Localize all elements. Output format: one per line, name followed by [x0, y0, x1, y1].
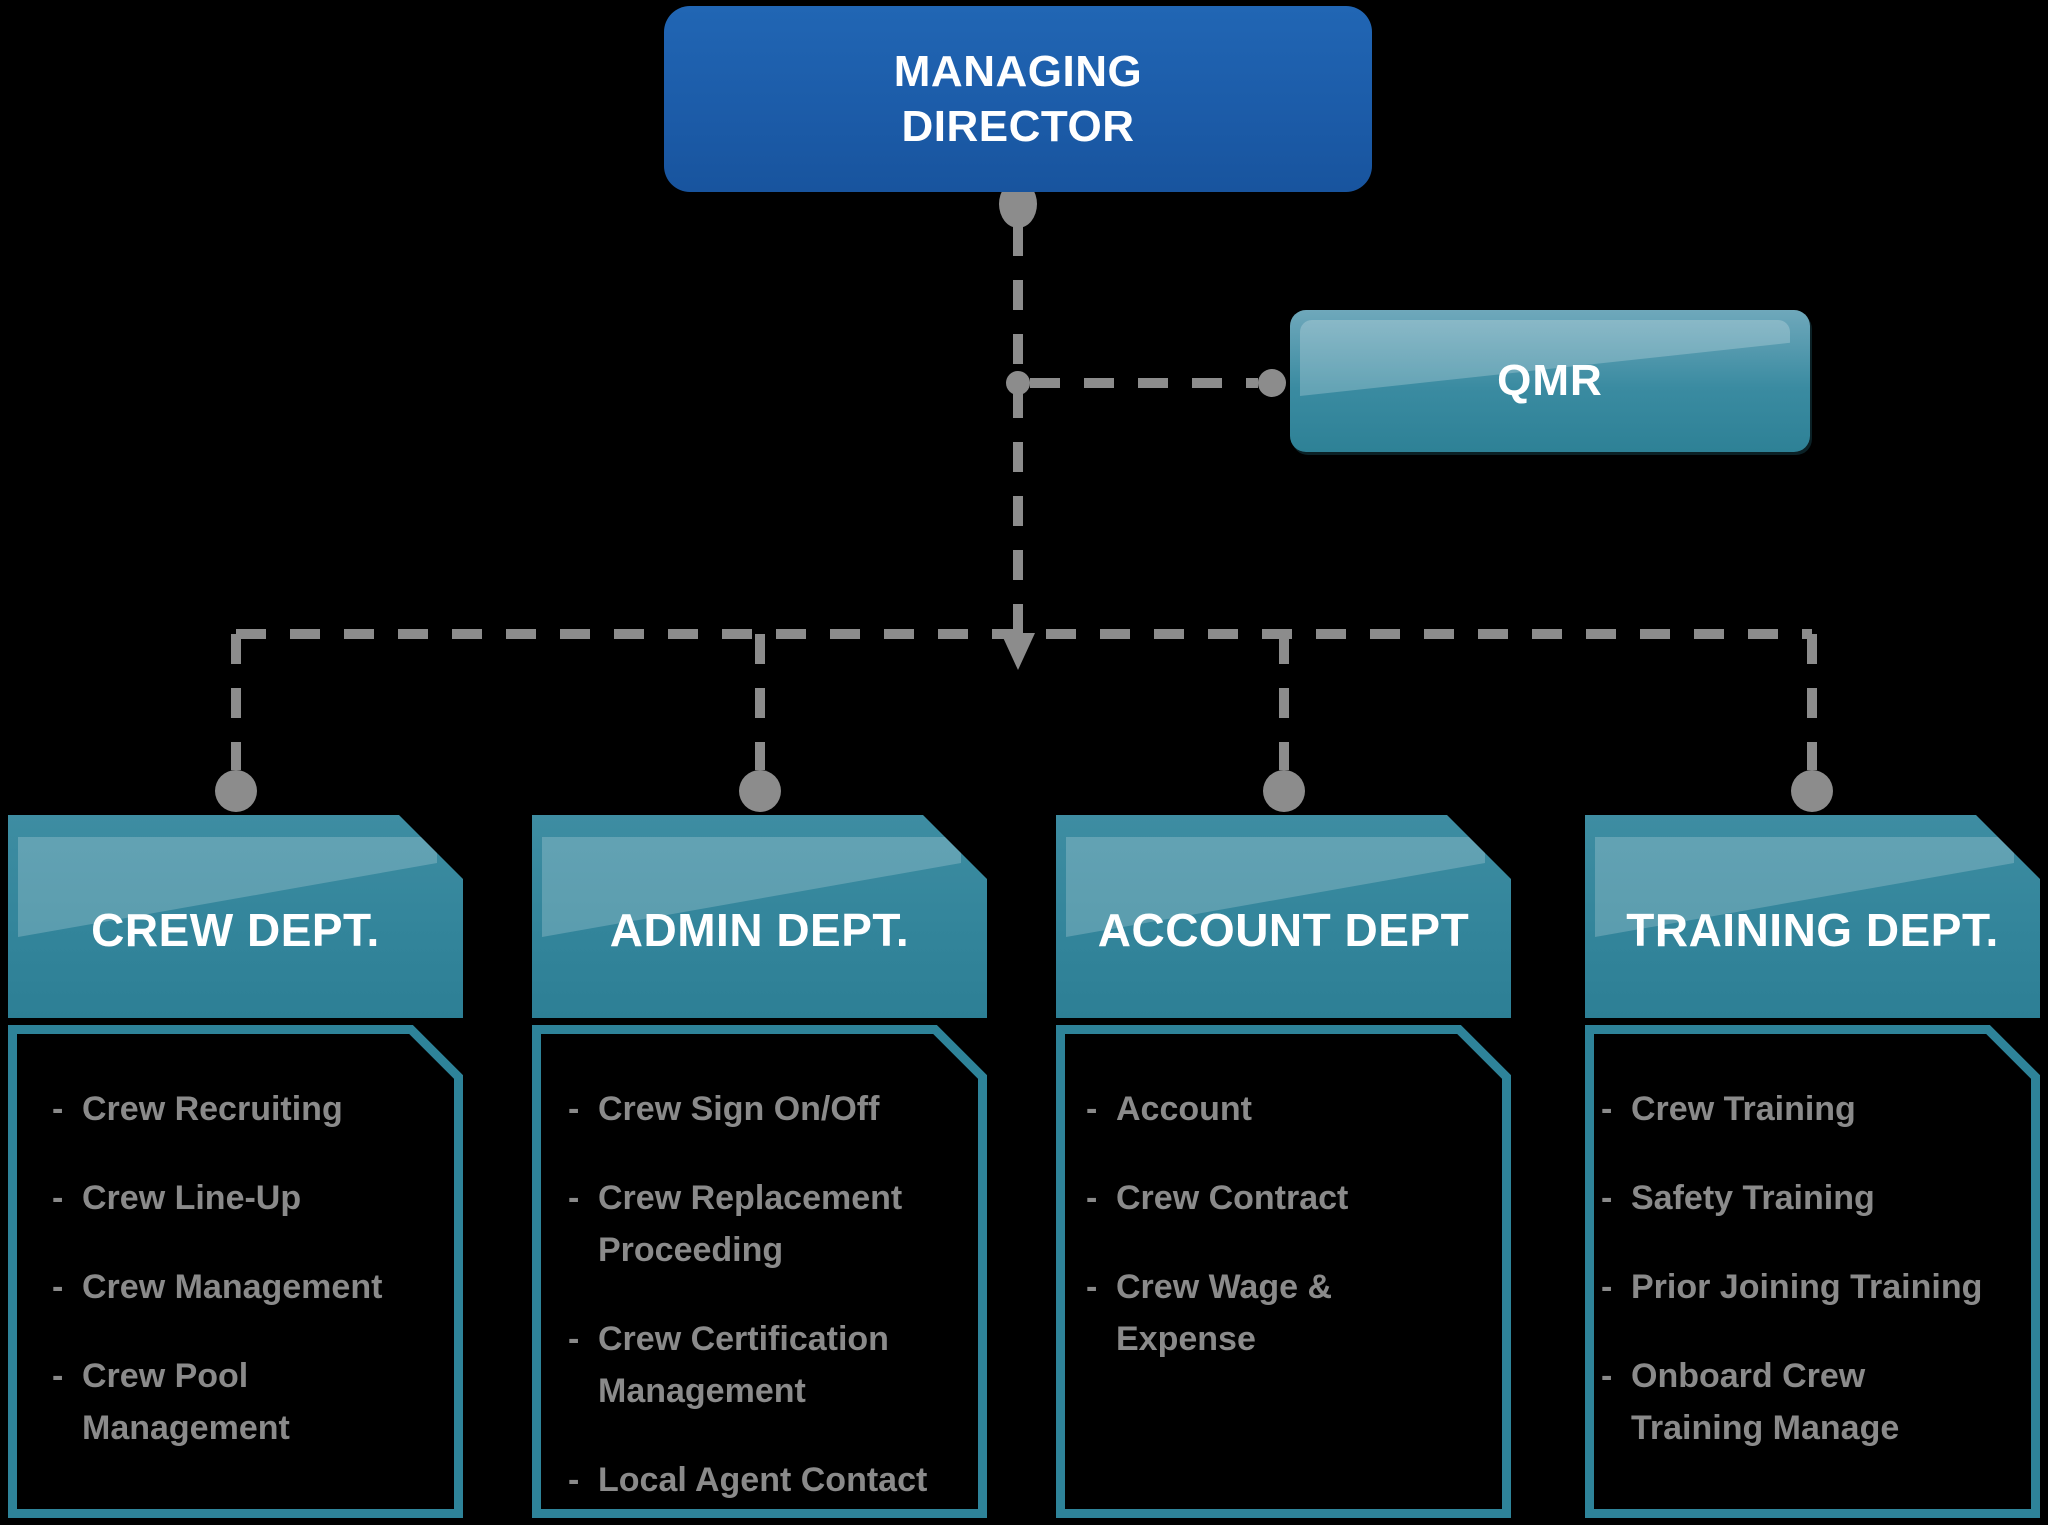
list-item-text: Crew Pool Management — [82, 1357, 290, 1447]
list-item: -Crew Certification Management — [568, 1313, 975, 1417]
department-header-training: TRAINING DEPT. — [1585, 815, 2040, 1018]
list-border — [532, 1025, 987, 1518]
department-header-admin: ADMIN DEPT. — [532, 815, 987, 1018]
department-header-label: TRAINING DEPT. — [1626, 903, 1999, 956]
admin-connector-dot — [739, 770, 781, 812]
list-item: -Crew Recruiting — [52, 1083, 451, 1135]
list-item: -Account — [1086, 1083, 1499, 1135]
department-list-training: -Crew Training -Safety Training -Prior J… — [1585, 1025, 2040, 1518]
list-item-text: Local Agent Contact — [598, 1461, 928, 1499]
bullet-dash: - — [52, 1090, 64, 1128]
bullet-dash: - — [568, 1090, 580, 1128]
list-item: -Crew Training — [1601, 1083, 2028, 1135]
down-arrow — [1001, 633, 1035, 670]
crew-connector-dot — [215, 770, 257, 812]
bullet-dash: - — [568, 1179, 580, 1217]
list-item-text: Crew Line-Up — [82, 1179, 302, 1217]
list-item: -Crew Sign On/Off — [568, 1083, 975, 1135]
list-item-text: Crew Wage & Expense — [1116, 1268, 1333, 1358]
md-connector-dot — [999, 180, 1037, 228]
bullet-dash: - — [1601, 1090, 1613, 1128]
list-item: -Crew Management — [52, 1261, 451, 1313]
list-item: -Crew Replacement Proceeding — [568, 1172, 975, 1276]
list-border — [8, 1025, 463, 1518]
department-list-crew: -Crew Recruiting -Crew Line-Up -Crew Man… — [8, 1025, 463, 1518]
bullet-dash: - — [1086, 1090, 1098, 1128]
department-column-training: TRAINING DEPT. -Crew Training -Safety Tr… — [1585, 815, 2040, 1518]
bullet-dash: - — [52, 1179, 64, 1217]
qmr-node: QMR — [1290, 310, 1810, 452]
list-items: -Account -Crew Contract -Crew Wage & Exp… — [1056, 1025, 1511, 1518]
department-column-crew: CREW DEPT. -Crew Recruiting -Crew Line-U… — [8, 815, 463, 1518]
managing-director-label: MANAGING DIRECTOR — [893, 47, 1143, 151]
list-item-text: Crew Management — [82, 1268, 383, 1306]
bullet-dash: - — [52, 1357, 64, 1395]
bullet-dash: - — [568, 1461, 580, 1499]
list-items: -Crew Recruiting -Crew Line-Up -Crew Man… — [8, 1025, 463, 1518]
managing-director-node: MANAGING DIRECTOR — [664, 6, 1372, 192]
list-items: -Crew Sign On/Off -Crew Replacement Proc… — [532, 1025, 987, 1518]
department-header-label: ACCOUNT DEPT — [1097, 903, 1470, 956]
list-item-text: Crew Replacement Proceeding — [598, 1179, 903, 1269]
list-item-text: Crew Recruiting — [82, 1090, 343, 1128]
list-item: -Safety Training — [1601, 1172, 2028, 1224]
list-item: -Crew Contract — [1086, 1172, 1499, 1224]
department-list-account: -Account -Crew Contract -Crew Wage & Exp… — [1056, 1025, 1511, 1518]
list-item-text: Crew Certification Management — [598, 1320, 889, 1410]
list-item: -Onboard Crew Training Manage — [1601, 1350, 2028, 1454]
bullet-dash: - — [1601, 1268, 1613, 1306]
list-item-text: Prior Joining Training — [1631, 1268, 1983, 1306]
bullet-dash: - — [1601, 1179, 1613, 1217]
department-header-crew: CREW DEPT. — [8, 815, 463, 1018]
qmr-junction-dot — [1006, 371, 1030, 395]
bullet-dash: - — [1086, 1179, 1098, 1217]
department-header-label: CREW DEPT. — [91, 903, 380, 956]
department-header-label: ADMIN DEPT. — [609, 903, 910, 956]
qmr-branch-end-dot — [1258, 369, 1286, 397]
list-item-text: Crew Training — [1631, 1090, 1856, 1128]
list-item: -Local Agent Contact — [568, 1454, 975, 1506]
list-item: -Crew Line-Up — [52, 1172, 451, 1224]
account-connector-dot — [1263, 770, 1305, 812]
list-item: -Crew Pool Management — [52, 1350, 451, 1454]
list-item-text: Safety Training — [1631, 1179, 1875, 1217]
list-items: -Crew Training -Safety Training -Prior J… — [1585, 1025, 2040, 1518]
bullet-dash: - — [1601, 1357, 1613, 1395]
bullet-dash: - — [568, 1320, 580, 1358]
list-border — [1056, 1025, 1511, 1518]
bullet-dash: - — [52, 1268, 64, 1306]
list-item-text: Onboard Crew Training Manage — [1631, 1357, 1900, 1447]
department-column-account: ACCOUNT DEPT -Account -Crew Contract -Cr… — [1056, 815, 1511, 1518]
list-item-text: Account — [1116, 1090, 1252, 1128]
qmr-label: QMR — [1497, 356, 1603, 405]
list-border — [1585, 1025, 2040, 1518]
bullet-dash: - — [1086, 1268, 1098, 1306]
department-header-account: ACCOUNT DEPT — [1056, 815, 1511, 1018]
department-column-admin: ADMIN DEPT. -Crew Sign On/Off -Crew Repl… — [532, 815, 987, 1518]
training-connector-dot — [1791, 770, 1833, 812]
list-item: -Crew Wage & Expense — [1086, 1261, 1499, 1365]
list-item: -Prior Joining Training — [1601, 1261, 2028, 1313]
list-item-text: Crew Sign On/Off — [598, 1090, 880, 1128]
list-item-text: Crew Contract — [1116, 1179, 1349, 1217]
department-list-admin: -Crew Sign On/Off -Crew Replacement Proc… — [532, 1025, 987, 1518]
